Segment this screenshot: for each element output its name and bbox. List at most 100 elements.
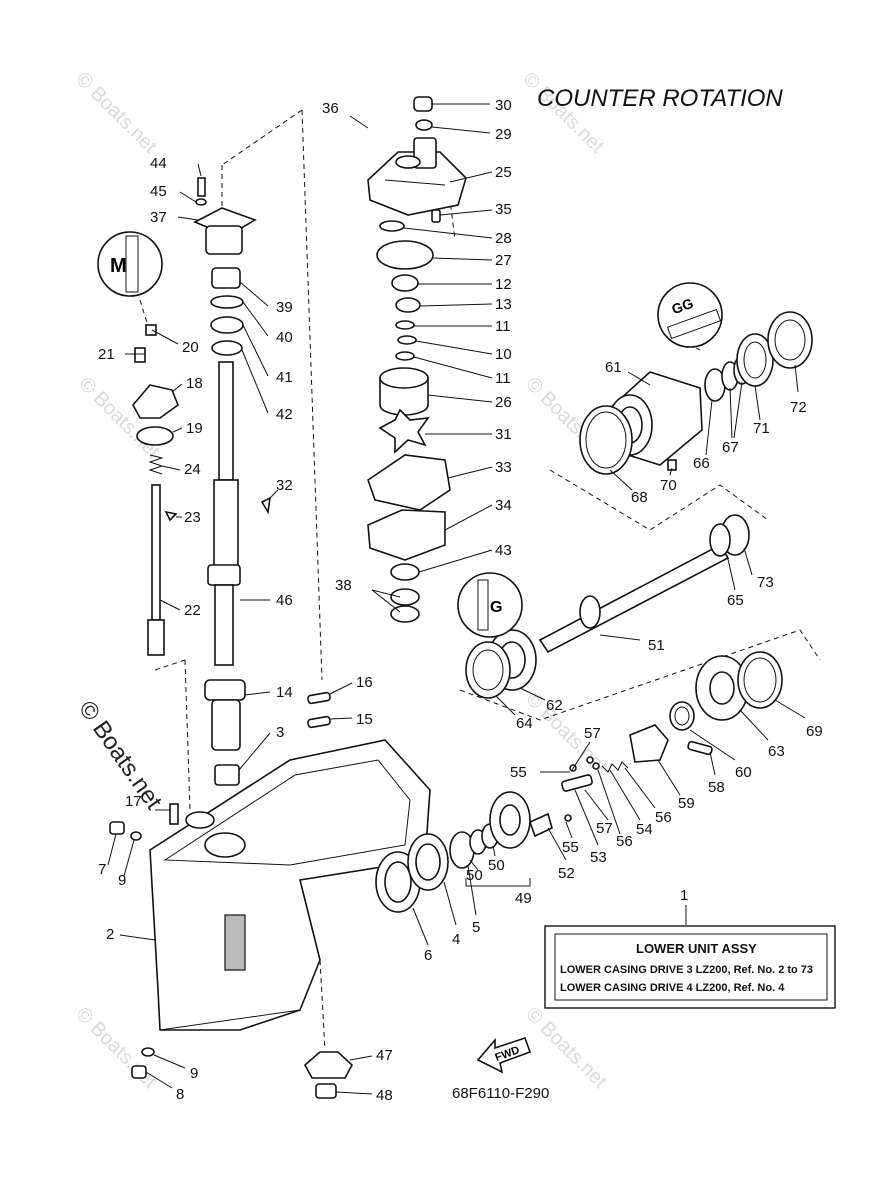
callout-33: 33: [495, 459, 512, 476]
inset-g: G: [457, 572, 523, 638]
part-29-bushing: [415, 119, 433, 131]
part-59-clutch: [629, 724, 669, 763]
callout-56: 56: [655, 809, 672, 826]
part-28-o-ring: [379, 220, 405, 232]
part-39-bearing: [211, 267, 241, 289]
part-11-washer: [395, 320, 415, 330]
callout-50-second: 50: [488, 857, 505, 874]
callout-58: 58: [708, 779, 725, 796]
callout-28: 28: [495, 230, 512, 247]
callout-57-lower: 57: [596, 820, 613, 837]
callout-41: 41: [276, 369, 293, 386]
callout-11: 11: [495, 318, 511, 335]
part-60-spring: [669, 701, 695, 731]
callout-14: 14: [276, 684, 293, 701]
callout-29: 29: [495, 126, 512, 143]
callout-68: 68: [631, 489, 648, 506]
part-35-pin: [431, 209, 441, 223]
inset-m-mark: M: [110, 255, 127, 277]
part-8-plug: [131, 1065, 147, 1079]
part-43-seal: [390, 563, 420, 581]
callout-48: 48: [376, 1087, 393, 1104]
assy-box-line-2: LOWER CASING DRIVE 4 LZ200, Ref. No. 4: [560, 982, 785, 994]
callout-6: 6: [424, 947, 432, 964]
assy-box-heading: LOWER UNIT ASSY: [636, 941, 757, 956]
callout-21: 21: [98, 346, 115, 363]
callout-42: 42: [276, 406, 293, 423]
callout-59: 59: [678, 795, 695, 812]
part-31-impeller: [378, 408, 430, 454]
callout-31: 31: [495, 426, 512, 443]
part-32-key: [260, 496, 272, 515]
part-19-o-ring: [136, 426, 174, 446]
callout-56-lower: 56: [616, 833, 633, 850]
part-34-gasket: [367, 509, 446, 561]
part-63-reverse-gear: [695, 655, 749, 721]
watermark-text-large: © Boats.net: [73, 696, 167, 815]
callout-34: 34: [495, 497, 512, 514]
part-10-ring: [397, 335, 417, 345]
part-4-bearing-race: [407, 833, 449, 891]
callout-73: 73: [757, 574, 774, 591]
part-15-pin: [307, 715, 331, 729]
callout-39: 39: [276, 299, 293, 316]
callout-63: 63: [768, 743, 785, 760]
callout-47: 47: [376, 1047, 393, 1064]
part-25-pump-housing: [367, 137, 467, 216]
callout-44: 44: [150, 155, 167, 172]
inset-g-mark: G: [490, 599, 502, 616]
part-52-shift-plunger: [528, 812, 553, 838]
part-7-plug: [109, 821, 125, 835]
part-65-shim: [709, 523, 731, 557]
callout-67: 67: [722, 439, 739, 456]
part-21-bolt: [134, 347, 146, 363]
watermark-text: © Boats.net: [518, 68, 608, 158]
part-70-pin: [667, 459, 677, 471]
callout-70: 70: [660, 477, 677, 494]
part-68-o-ring: [579, 405, 633, 475]
part-16-pin: [307, 691, 331, 705]
callout-23: 23: [184, 509, 201, 526]
callout-13: 13: [495, 296, 512, 313]
callout-37: 37: [150, 209, 167, 226]
part-27-o-ring: [376, 240, 434, 270]
callout-43: 43: [495, 542, 512, 559]
inset-gg-mark: GG: [669, 295, 695, 318]
part-51-propeller-shaft: [538, 543, 730, 654]
callout-65: 65: [727, 592, 744, 609]
callout-45: 45: [150, 183, 167, 200]
part-55-ball-lower: [564, 814, 572, 822]
part-38-oil-seals: [390, 588, 420, 623]
part-23-clip: [164, 510, 178, 522]
part-9-gasket-lower: [141, 1047, 155, 1057]
part-26-cartridge: [379, 367, 429, 416]
part-72-ring-nut: [767, 311, 813, 369]
diagram-title: COUNTER ROTATION: [537, 85, 783, 112]
callout-20: 20: [182, 339, 199, 356]
callout-32: 32: [276, 477, 293, 494]
callout-10: 10: [495, 346, 512, 363]
part-69-shim: [737, 651, 783, 709]
part-18-shift-lever: [132, 384, 179, 419]
callout-61: 61: [605, 359, 622, 376]
callout-2: 2: [106, 926, 114, 943]
inset-m: M: [97, 231, 163, 297]
part-58-pin: [687, 740, 713, 756]
fwd-arrow: FWD: [476, 1036, 532, 1074]
callout-40: 40: [276, 329, 293, 346]
part-20-collar: [145, 324, 157, 336]
callout-60: 60: [735, 764, 752, 781]
part-3-bearing: [214, 764, 240, 786]
callout-15: 15: [356, 711, 373, 728]
callout-22: 22: [184, 602, 201, 619]
callout-69: 69: [806, 723, 823, 740]
diagram-code: 68F6110-F290: [452, 1085, 549, 1102]
leader-lines: [107, 103, 806, 1095]
callout-26: 26: [495, 394, 512, 411]
part-2-lower-casing: [149, 739, 431, 1031]
part-13-seal: [395, 297, 421, 313]
callout-71: 71: [753, 420, 770, 437]
callout-55: 55: [510, 764, 527, 781]
callout-17: 17: [125, 793, 142, 810]
callout-3: 3: [276, 724, 284, 741]
